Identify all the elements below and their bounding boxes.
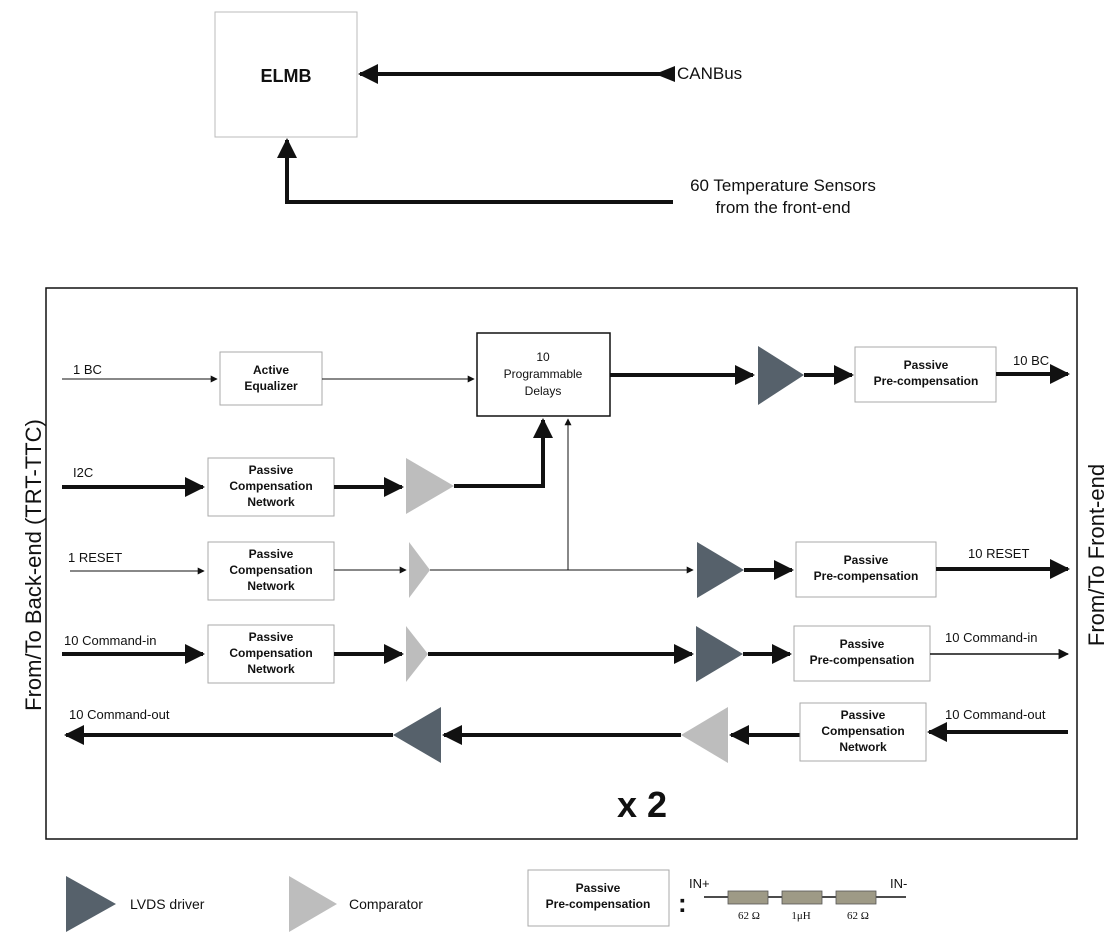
pcn-block-cmd-out xyxy=(799,702,927,762)
ppc-bc-label-1: Passive xyxy=(904,358,949,372)
active-equalizer-label-1: Active xyxy=(253,363,289,377)
pcn-block-i2c xyxy=(207,457,335,517)
legend-lvds-driver-icon xyxy=(66,876,116,932)
legend-ppc-block xyxy=(527,869,670,927)
legend-l1-value: 1μH xyxy=(791,910,810,922)
legend-r2-value: 62 Ω xyxy=(847,910,869,922)
signal-label-reset-out: 10 RESET xyxy=(968,546,1029,561)
delays-label-1: 10 xyxy=(536,350,550,364)
pcn-cmd-in-label-1: Passive xyxy=(249,630,294,644)
legend-in-minus-label: IN- xyxy=(890,876,907,891)
ppc-cmd-in-label-1: Passive xyxy=(840,637,885,651)
pcn-cmd-out-label-3: Network xyxy=(839,740,887,754)
lvds-driver-icon-reset xyxy=(697,542,744,598)
ppc-block-cmd-in xyxy=(793,625,931,682)
sensors-label-line1: 60 Temperature Sensors xyxy=(690,176,876,195)
side-label-left: From/To Back-end (TRT-TTC) xyxy=(21,419,46,711)
sensors-arrow xyxy=(277,138,673,204)
signal-label-cmd-in-right: 10 Command-in xyxy=(945,630,1038,645)
signal-label-cmd-in-left: 10 Command-in xyxy=(64,633,157,648)
signal-label-cmd-out-right: 10 Command-out xyxy=(945,707,1046,722)
programmable-delays-block xyxy=(476,332,611,417)
ppc-bc-label-2: Pre-compensation xyxy=(874,374,979,388)
signal-label-bc-out: 10 BC xyxy=(1013,353,1049,368)
pcn-cmd-out-label-1: Passive xyxy=(841,708,886,722)
active-equalizer-label-2: Equalizer xyxy=(244,379,298,393)
elmb-block xyxy=(214,11,358,138)
ppc-reset-label-1: Passive xyxy=(844,553,889,567)
comparator-icon-cmd-in xyxy=(406,626,428,682)
sensors-label-line2: from the front-end xyxy=(715,198,850,217)
pcn-reset-label-2: Compensation xyxy=(229,563,312,577)
elmb-label: ELMB xyxy=(261,66,312,86)
comparator-icon-cmd-out xyxy=(681,707,728,763)
pcn-cmd-in-label-3: Network xyxy=(247,662,295,676)
pcn-i2c-label-3: Network xyxy=(247,495,295,509)
pcn-i2c-label-2: Compensation xyxy=(229,479,312,493)
legend-resistor-1-icon xyxy=(727,890,769,905)
legend-lvds-label: LVDS driver xyxy=(130,896,205,912)
signal-label-bc-in: 1 BC xyxy=(73,362,102,377)
ppc-block-reset xyxy=(795,541,937,598)
lvds-driver-icon-cmd-out xyxy=(393,707,441,763)
pcn-cmd-out-label-2: Compensation xyxy=(821,724,904,738)
pcn-block-cmd-in xyxy=(207,624,335,684)
legend-comparator-icon xyxy=(289,876,337,932)
legend-resistor-2-icon xyxy=(835,890,877,905)
lvds-driver-icon-cmd-in xyxy=(696,626,743,682)
pcn-block-reset xyxy=(207,541,335,601)
legend-inductor-icon xyxy=(781,890,823,905)
pcn-reset-label-1: Passive xyxy=(249,547,294,561)
legend-ppc-label-1: Passive xyxy=(576,881,621,895)
legend-comparator-label: Comparator xyxy=(349,896,423,912)
legend-colon: : xyxy=(678,888,687,918)
legend-ppc-label-2: Pre-compensation xyxy=(546,897,651,911)
interface-board-frame xyxy=(45,287,1078,840)
lvds-driver-icon-bc xyxy=(758,346,804,405)
canbus-port-icon xyxy=(655,66,675,82)
delays-label-2: Programmable xyxy=(504,367,583,381)
comparator-icon-reset xyxy=(409,542,430,598)
pcn-reset-label-3: Network xyxy=(247,579,295,593)
ppc-cmd-in-label-2: Pre-compensation xyxy=(810,653,915,667)
pcn-i2c-label-1: Passive xyxy=(249,463,294,477)
signal-label-reset-in: 1 RESET xyxy=(68,550,122,565)
legend-in-plus-label: IN+ xyxy=(689,876,710,891)
multiplier-label: x 2 xyxy=(617,784,667,825)
signal-label-i2c: I2C xyxy=(73,465,93,480)
comparator-icon-i2c xyxy=(406,458,454,514)
pcn-cmd-in-label-2: Compensation xyxy=(229,646,312,660)
side-label-right: From/To Front-end xyxy=(1084,464,1108,646)
i2c-to-delays-line xyxy=(454,418,553,488)
delays-label-3: Delays xyxy=(525,384,562,398)
legend-r1-value: 62 Ω xyxy=(738,910,760,922)
canbus-label: CANBus xyxy=(677,64,742,83)
signal-label-cmd-out-left: 10 Command-out xyxy=(69,707,170,722)
ppc-reset-label-2: Pre-compensation xyxy=(814,569,919,583)
